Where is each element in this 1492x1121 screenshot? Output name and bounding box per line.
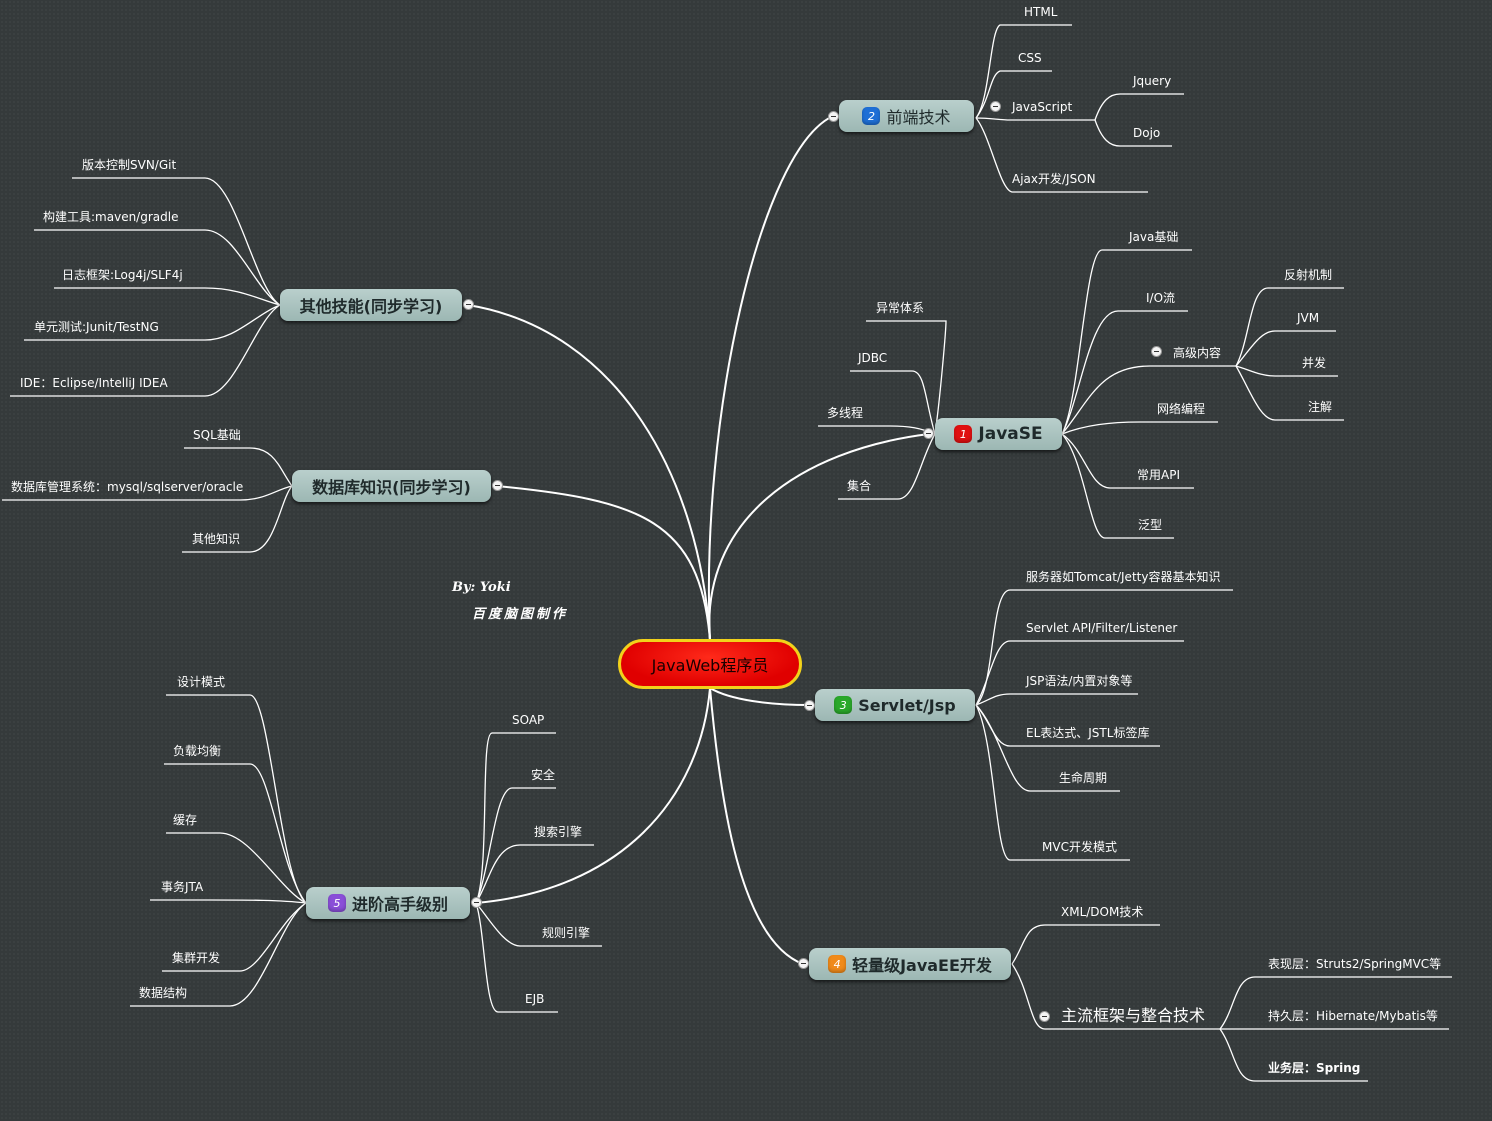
leaf-servlet-api[interactable]: Servlet API/Filter/Listener [1026,621,1178,635]
collapse-servlet-icon[interactable] [804,700,815,711]
leaf-security[interactable]: 安全 [531,768,556,782]
leaf-jsp-syntax[interactable]: JSP语法/内置对象等 [1026,674,1133,688]
author-signature: By: Yoki [452,580,511,595]
leaf-common-api[interactable]: 常用API [1137,468,1180,482]
branch-servlet-title: Servlet/Jsp [858,695,956,715]
collapse-advanced-content-icon[interactable] [1151,346,1162,357]
leaf-io[interactable]: I/O流 [1146,291,1176,305]
collapse-frameworks-icon[interactable] [1039,1011,1050,1022]
leaf-jdbc[interactable]: JDBC [858,351,888,365]
branch-frontend[interactable]: 2 前端技术 [839,100,974,132]
collapse-javase-icon[interactable] [923,428,934,439]
priority-badge-5-icon: 5 [327,894,346,912]
tool-credit: 百度脑图制作 [472,607,569,622]
priority-badge-3-icon: 3 [834,696,853,714]
leaf-annotations[interactable]: 注解 [1308,400,1333,414]
priority-badge-1-icon: 1 [954,425,973,443]
leaf-concurrency[interactable]: 并发 [1302,356,1327,370]
leaf-frameworks[interactable]: 主流框架与整合技术 [1061,1006,1206,1025]
leaf-business-layer[interactable]: 业务层：Spring [1268,1061,1361,1075]
leaf-data-structures[interactable]: 数据结构 [139,986,188,1000]
leaf-unit-testing[interactable]: 单元测试:Junit/TestNG [34,320,159,334]
branch-database-title: 数据库知识(同步学习) [312,478,471,497]
leaf-mvc[interactable]: MVC开发模式 [1042,840,1117,854]
leaf-css[interactable]: CSS [1018,51,1042,65]
branch-other-title: 其他技能(同步学习) [299,297,443,316]
leaf-search-engine[interactable]: 搜索引擎 [534,825,583,839]
leaf-server-containers[interactable]: 服务器如Tomcat/Jetty容器基本知识 [1026,570,1221,584]
branch-frontend-title: 前端技术 [886,108,951,127]
priority-badge-2-icon: 2 [862,107,881,125]
leaf-network[interactable]: 网络编程 [1157,402,1206,416]
root-node[interactable]: JavaWeb程序员 [618,639,802,689]
collapse-frontend-icon[interactable] [828,111,839,122]
leaf-persistence-layer[interactable]: 持久层：Hibernate/Mybatis等 [1268,1009,1438,1023]
branch-advanced[interactable]: 5 进阶高手级别 [306,887,470,919]
branch-javaee-title: 轻量级JavaEE开发 [852,956,992,975]
leaf-html[interactable]: HTML [1024,5,1058,19]
leaf-xml-dom[interactable]: XML/DOM技术 [1061,905,1144,919]
leaf-dojo[interactable]: Dojo [1133,126,1161,140]
leaf-reflection[interactable]: 反射机制 [1284,268,1333,282]
root-label: JavaWeb程序员 [651,656,769,675]
leaf-soap[interactable]: SOAP [512,713,545,727]
leaf-other-knowledge[interactable]: 其他知识 [192,532,241,546]
leaf-advanced-content[interactable]: 高级内容 [1173,346,1222,360]
collapse-javaee-icon[interactable] [798,958,809,969]
branch-javaee[interactable]: 4 轻量级JavaEE开发 [809,948,1011,980]
branch-advanced-title: 进阶高手级别 [351,895,448,914]
leaf-cache[interactable]: 缓存 [173,813,198,827]
leaf-presentation-layer[interactable]: 表现层：Struts2/SpringMVC等 [1268,957,1442,971]
leaf-generics[interactable]: 泛型 [1138,518,1163,532]
leaf-exceptions[interactable]: 异常体系 [876,301,925,315]
branch-other-skills[interactable]: 其他技能(同步学习) [280,289,462,321]
leaf-ide[interactable]: IDE：Eclipse/IntelliJ IDEA [20,376,168,390]
leaf-version-control[interactable]: 版本控制SVN/Git [82,158,177,172]
priority-badge-4-icon: 4 [828,955,847,973]
leaf-jquery[interactable]: Jquery [1133,74,1172,88]
leaf-clustering[interactable]: 集群开发 [172,951,221,965]
leaf-jvm[interactable]: JVM [1297,311,1320,325]
branch-javase[interactable]: 1 JavaSE [935,418,1062,450]
leaf-collections[interactable]: 集合 [847,479,872,493]
branch-javase-title: JavaSE [978,424,1043,444]
leaf-lifecycle[interactable]: 生命周期 [1059,771,1108,785]
leaf-ejb[interactable]: EJB [525,992,545,1006]
collapse-advanced-icon[interactable] [471,897,482,908]
leaf-el-jstl[interactable]: EL表达式、JSTL标签库 [1026,726,1150,740]
leaf-javascript[interactable]: JavaScript [1012,100,1073,114]
collapse-javascript-icon[interactable] [990,101,1001,112]
leaf-logging[interactable]: 日志框架:Log4j/SLF4j [62,268,183,282]
leaf-design-patterns[interactable]: 设计模式 [177,675,226,689]
leaf-build-tools[interactable]: 构建工具:maven/gradle [43,210,179,224]
collapse-database-icon[interactable] [492,480,503,491]
leaf-java-basics[interactable]: Java基础 [1129,230,1179,244]
leaf-dbms[interactable]: 数据库管理系统：mysql/sqlserver/oracle [11,480,244,494]
branch-database[interactable]: 数据库知识(同步学习) [292,470,491,502]
leaf-multithreading[interactable]: 多线程 [827,406,864,420]
branch-servlet[interactable]: 3 Servlet/Jsp [815,689,975,721]
leaf-sql-basics[interactable]: SQL基础 [193,428,241,442]
leaf-rule-engine[interactable]: 规则引擎 [542,926,591,940]
leaf-load-balancing[interactable]: 负载均衡 [173,744,222,758]
leaf-ajax[interactable]: Ajax开发/JSON [1012,172,1096,186]
collapse-other-icon[interactable] [463,299,474,310]
leaf-jta[interactable]: 事务JTA [161,880,204,894]
